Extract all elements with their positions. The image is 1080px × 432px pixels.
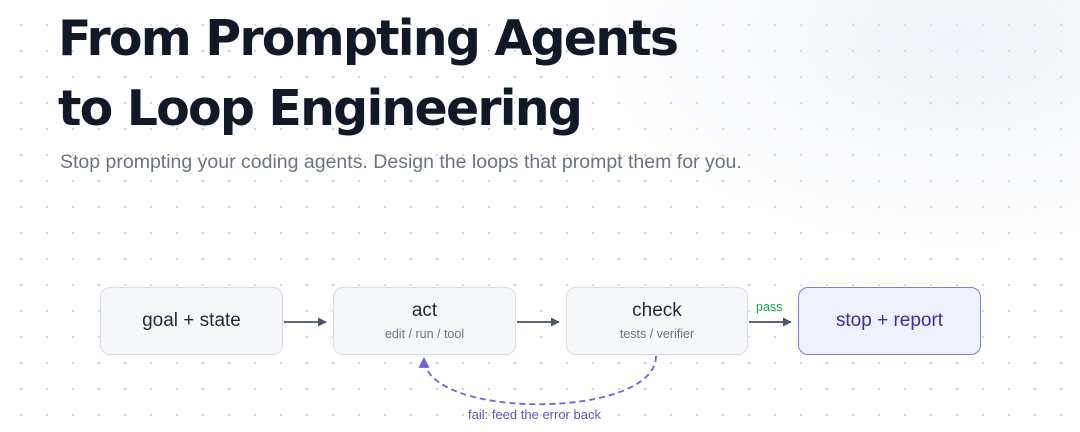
node-check-label: check bbox=[632, 300, 682, 321]
title-line-1: From Prompting Agents bbox=[58, 10, 679, 67]
title-line-2: to Loop Engineering bbox=[58, 80, 583, 137]
node-stop-report: stop + report bbox=[798, 287, 981, 355]
edge-label-fail: fail: feed the error back bbox=[468, 407, 601, 422]
node-stop-label: stop + report bbox=[835, 310, 944, 331]
node-goal-state: goal + state bbox=[100, 287, 283, 355]
node-check: check tests / verifier bbox=[566, 287, 748, 355]
page-title: From Prompting Agents to Loop Engineerin… bbox=[58, 4, 679, 144]
page-subtitle: Stop prompting your coding agents. Desig… bbox=[60, 151, 742, 173]
edge-label-pass: pass bbox=[756, 300, 783, 314]
node-check-sublabel: tests / verifier bbox=[619, 327, 695, 341]
node-act-label: act bbox=[411, 300, 438, 321]
edge-fail-feedback bbox=[418, 355, 657, 406]
node-goal-label: goal + state bbox=[142, 310, 241, 331]
node-act: act edit / run / tool bbox=[333, 287, 516, 355]
node-act-sublabel: edit / run / tool bbox=[384, 327, 465, 341]
